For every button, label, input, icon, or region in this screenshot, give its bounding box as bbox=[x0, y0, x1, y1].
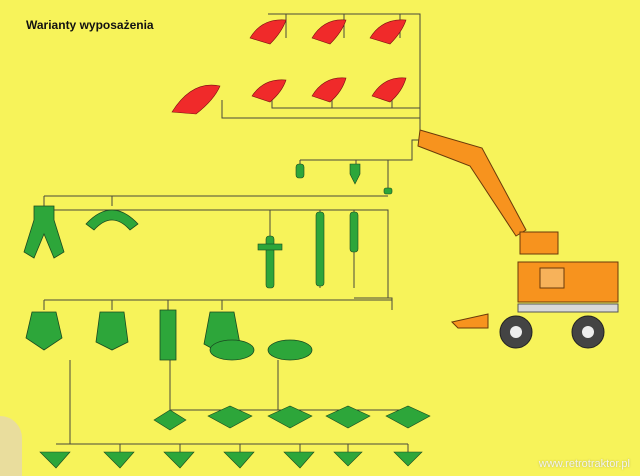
bucket-icon bbox=[371, 77, 407, 103]
scoop-icon bbox=[103, 451, 135, 469]
grab-jaw-icon bbox=[267, 405, 313, 429]
orange-peel-grab-icon bbox=[159, 309, 177, 361]
scoop-icon bbox=[223, 451, 255, 469]
scoop-icon bbox=[283, 451, 315, 469]
scoop-icon bbox=[39, 451, 71, 469]
jaw-row bbox=[153, 405, 431, 431]
tong-icon bbox=[315, 211, 325, 287]
page-title: Warianty wyposażenia bbox=[26, 18, 154, 32]
bucket-icon bbox=[369, 19, 407, 45]
bucket-icon bbox=[249, 19, 287, 45]
hook-icon bbox=[295, 163, 305, 179]
hook-icon bbox=[383, 187, 393, 195]
grab-row-top bbox=[23, 205, 139, 259]
hook-row bbox=[295, 163, 393, 195]
grab-row-middle bbox=[25, 309, 313, 361]
grab-jaw-icon bbox=[325, 405, 371, 429]
clamshell-grab-icon bbox=[267, 339, 313, 361]
scoop-icon bbox=[163, 451, 195, 469]
grab-jaw-icon bbox=[207, 405, 253, 429]
bucket-icon bbox=[251, 79, 287, 103]
bucket-icon bbox=[171, 84, 221, 115]
clamshell-grab-icon bbox=[95, 311, 129, 351]
watermark: www.retrotraktor.pl bbox=[538, 458, 630, 470]
connection-lines bbox=[43, 13, 421, 452]
log-grab-icon bbox=[85, 209, 139, 231]
tong-icon bbox=[257, 235, 283, 289]
clamshell-grab-icon bbox=[25, 311, 63, 351]
grab-jaw-icon bbox=[153, 409, 187, 431]
tong-icon bbox=[349, 211, 359, 253]
bucket-icon bbox=[311, 19, 347, 45]
scoop-row bbox=[39, 451, 423, 469]
bucket-row bbox=[171, 19, 407, 115]
log-grab-icon bbox=[23, 205, 65, 259]
background-corner bbox=[0, 416, 22, 476]
tong-row bbox=[257, 211, 359, 289]
bucket-icon bbox=[311, 77, 347, 103]
scoop-icon bbox=[393, 451, 423, 467]
clamshell-grab-icon bbox=[209, 339, 255, 361]
crane-machine bbox=[417, 129, 619, 349]
grab-jaw-icon bbox=[385, 405, 431, 429]
hook-icon bbox=[349, 163, 361, 185]
scoop-icon bbox=[333, 451, 363, 467]
